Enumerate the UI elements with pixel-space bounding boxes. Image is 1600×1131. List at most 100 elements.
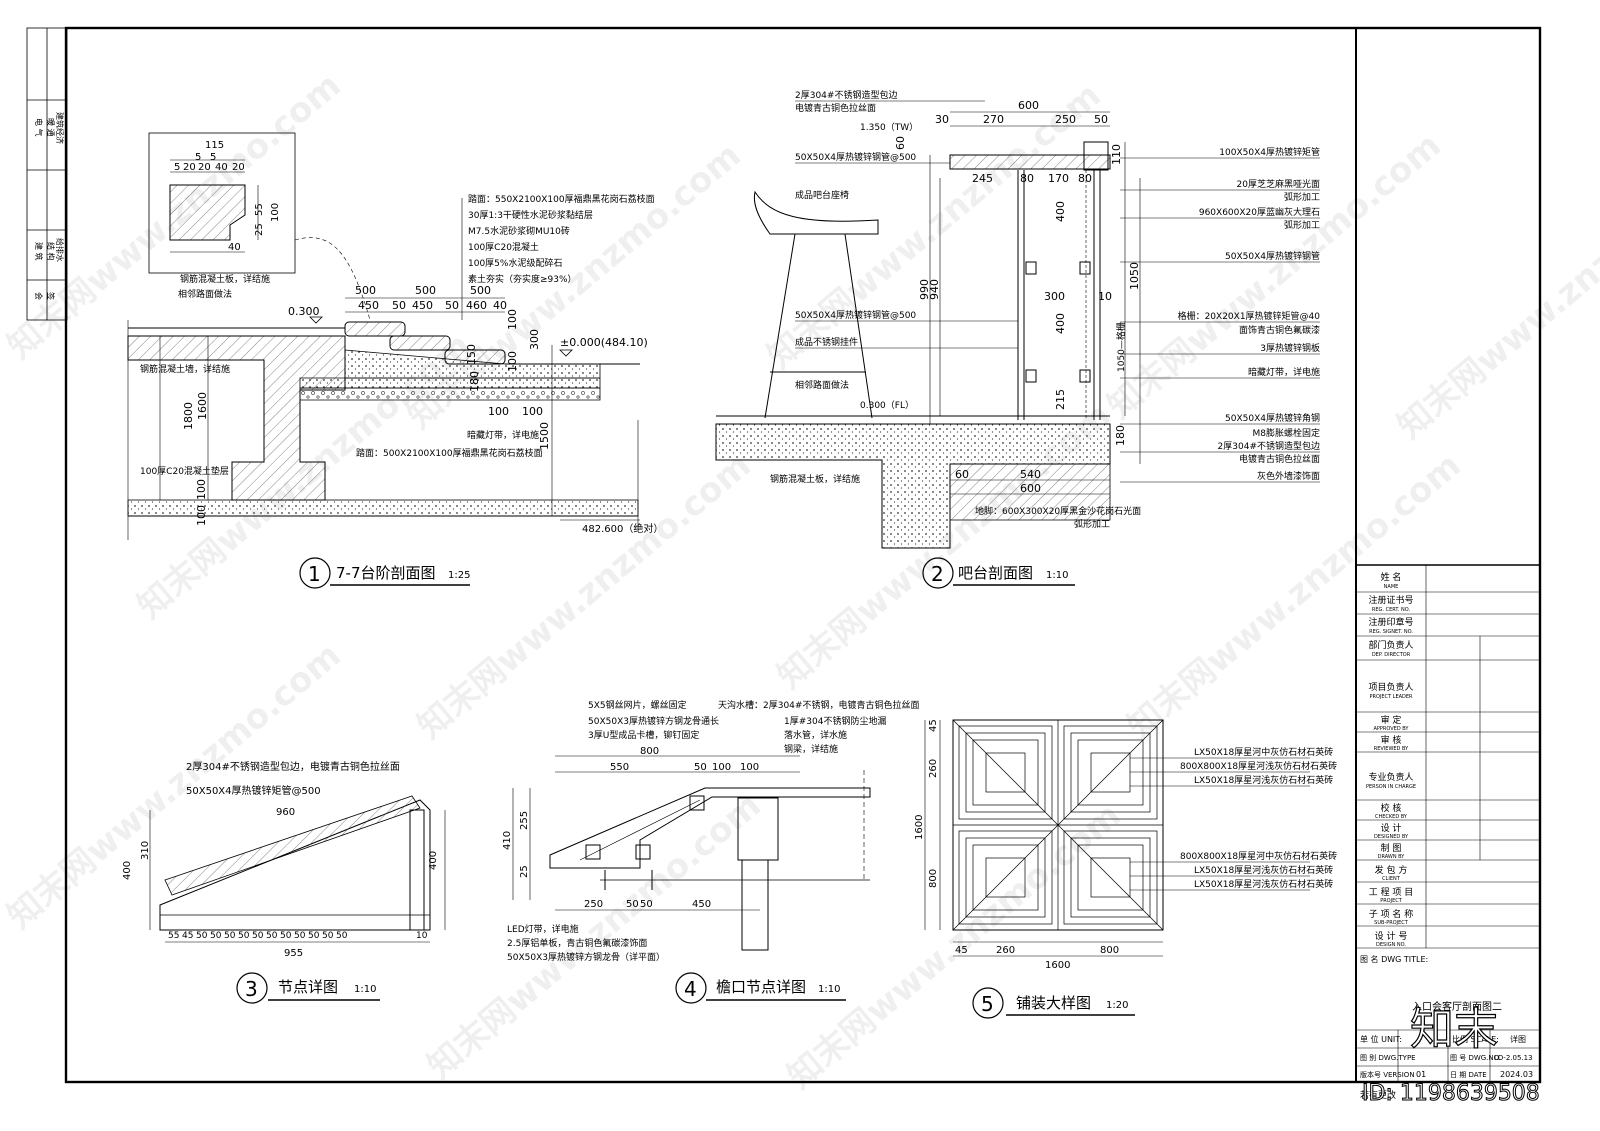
watermark: 知末网www.znzmo.com (1120, 445, 1469, 747)
dim-text: 50 (294, 931, 306, 941)
titleblock-label: 注册印章号 (1368, 616, 1413, 628)
elevation-mark: 1.350（TW） (860, 122, 918, 133)
dim-text: 50 (252, 931, 264, 941)
dim-text: 50 (392, 299, 406, 312)
titleblock-label: 子 项 名 称 (1369, 908, 1414, 920)
detail-number: 4 (684, 977, 697, 1001)
detail-number: 3 (245, 977, 258, 1001)
dim-text: 50 (280, 931, 292, 941)
dim-text: 45 (955, 945, 968, 956)
dim-text: 50 (1094, 113, 1108, 126)
sidebar-label: 签 (46, 292, 56, 300)
material-note: 20厚芝芝麻黑哑光面 (1237, 178, 1320, 190)
titleblock-label: 设 计 (1381, 822, 1402, 834)
material-note: 弧形加工 (1284, 191, 1320, 203)
material-note: 相邻路面做法 (178, 288, 232, 300)
material-note: 踏面：550X2100X100厚福鼎黑花岗石荔枝面 (468, 193, 655, 205)
dim-text: 50 (266, 931, 278, 941)
dim-text: 20 (183, 162, 196, 173)
detail-3-node: 2厚304#不锈钢造型包边，电镀青古铜色拉丝面 50X50X4厚热镀锌矩管@50… (122, 760, 446, 1004)
material-note: 落水管，详水施 (784, 729, 847, 741)
titleblock-label: 专业负责人 (1368, 771, 1413, 783)
dim-text: 410 (502, 831, 513, 850)
dim-text: 255 (519, 811, 530, 830)
sheet-border (64, 26, 1542, 1084)
material-note: 100厚5%水泥级配碎石 (468, 257, 562, 269)
dim-text: 45 (928, 719, 939, 732)
dim-text: 10 (1098, 290, 1112, 303)
detail-scale: 1:20 (1106, 1000, 1128, 1011)
dim-text: 10 (416, 931, 428, 941)
titleblock-value: 2024.03 (1500, 1070, 1533, 1079)
dim-text: 60 (955, 468, 969, 481)
dim-text: 50 (626, 899, 639, 910)
titleblock-label-en: APPROVED BY (1373, 726, 1409, 732)
detail-scale: 1:10 (1046, 570, 1068, 581)
elevation-mark: 0.300（FL） (860, 400, 914, 411)
material-note: 100X50X4厚热镀锌矩管 (1219, 146, 1320, 158)
sidebar-label: 建筑经济 (55, 112, 65, 144)
titleblock-label: 审 定 (1381, 714, 1402, 726)
titleblock-value: LD-2.05.13 (1494, 1054, 1533, 1062)
dim-text: 1500 (538, 422, 551, 450)
titleblock-label: 单 位 UNIT: (1360, 1034, 1402, 1044)
titleblock-label-en: PROJECT LEADER (1369, 694, 1413, 700)
material-note: 100厚C20混凝土垫层 (140, 465, 229, 477)
dim-text: 30 (935, 113, 949, 126)
titleblock-label: 项目负责人 (1368, 681, 1413, 693)
material-note: 2.5厚铝单板，青古铜色氟碳漆饰面 (507, 937, 647, 949)
dim-text: 260 (996, 945, 1015, 956)
titleblock-label-en: PERSON IN CHARGE (1366, 784, 1416, 790)
dim-text: 1600 (1045, 960, 1070, 971)
dim-text: 300 (528, 329, 541, 350)
titleblock-label: 注册证书号 (1368, 594, 1413, 606)
dim-text: 600 (1018, 99, 1039, 112)
material-note: 成品吧台座椅 (795, 189, 849, 201)
dim-text: 100 (740, 762, 759, 773)
material-note: 960X600X20厚蓝幽灰大理石 (1199, 206, 1320, 218)
titleblock-label: 图 号 DWG.NO. (1450, 1054, 1501, 1062)
dim-text: 115 (205, 140, 224, 151)
detail-title: 吧台剖面图 (958, 564, 1033, 582)
dim-text: 50 (308, 931, 320, 941)
detail-2-bar-section: 600 30 270 250 50 60 245 80 170 80 110 4… (715, 89, 1321, 589)
detail-scale: 1:10 (818, 984, 840, 995)
dim-text: 110 (1110, 144, 1123, 165)
dim-text: 270 (983, 113, 1004, 126)
dim-text: 215 (1054, 389, 1067, 410)
dim-text: 450 (358, 299, 379, 312)
material-note: 50X50X4厚热镀锌钢管 (1225, 250, 1320, 262)
material-note: 面饰青古铜色氟碳漆 (1239, 324, 1320, 336)
titleblock-label: 姓 名 (1381, 571, 1402, 583)
sidebar-label: 会 (34, 292, 44, 300)
titleblock-label-en: CLIENT (1382, 876, 1401, 882)
watermark: 知末网www.znzmo.com (420, 785, 769, 1087)
dim-text: 40 (493, 299, 507, 312)
titleblock-label-en: DESIGNED BY (1374, 834, 1409, 840)
dim-text: 100 (506, 309, 519, 330)
material-note: 钢筋混凝土板，详结施 (180, 273, 270, 285)
dim-text: 500 (355, 284, 376, 297)
titleblock-value: 01 (1416, 1070, 1426, 1079)
dim-text: 150 (465, 344, 478, 365)
material-note: 50X50X4厚热镀锌矩管@500 (186, 784, 321, 797)
material-note: 2厚304#不锈钢造型包边 (1218, 440, 1320, 452)
signoff-sidebar (26, 27, 68, 321)
material-note: 格栅：20X20X1厚热镀锌矩管@40 (1178, 310, 1321, 322)
titleblock-label-en: REG. SIGNET. NO. (1369, 629, 1413, 635)
dim-text: 450 (412, 299, 433, 312)
dim-text: 310 (140, 841, 151, 860)
material-note: 钢梁，详结施 (784, 743, 838, 755)
dim-text: 55 (168, 931, 179, 941)
titleblock-label: 版本号 VERSION (1360, 1070, 1415, 1079)
dim-text: 1600 (196, 392, 209, 420)
detail-title: 7-7台阶剖面图 (336, 564, 436, 582)
material-note: LX50X18厚星河浅灰仿石材石英砖 (1194, 878, 1333, 890)
detail-title: 节点详图 (278, 978, 338, 996)
material-note: M7.5水泥砂浆砌MU10砖 (468, 225, 570, 237)
dim-text: 20 (232, 162, 245, 173)
dim-text: 250 (1055, 113, 1076, 126)
dim-text: 100 (195, 479, 208, 500)
detail-title: 铺装大样图 (1016, 994, 1091, 1012)
